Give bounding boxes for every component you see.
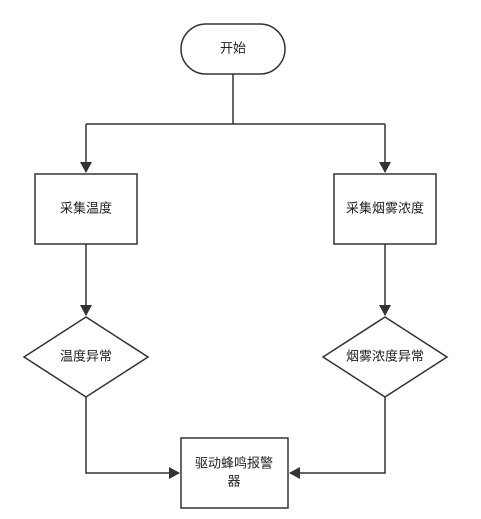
collect-temperature-box [34, 173, 138, 245]
temperature-abnormal-diamond [22, 316, 150, 398]
drive-buzzer-label-line1: 驱动蜂鸣报警 [195, 456, 273, 472]
smoke-abnormal-diamond [321, 316, 449, 398]
smoke-abnormal-label: 烟雾浓度异常 [346, 349, 424, 365]
drive-buzzer-label-line2: 器 [227, 475, 240, 490]
node-start: 开始 [180, 23, 286, 75]
edge-temp-abnormal-buzzer [85, 397, 180, 479]
connectors [80, 74, 391, 479]
start-terminator-shape [180, 23, 286, 75]
node-smoke-abnormal: 烟雾浓度异常 [321, 316, 449, 398]
node-temperature-abnormal: 温度异常 [22, 316, 150, 398]
collect-smoke-label: 采集烟雾浓度 [346, 201, 424, 217]
start-label: 开始 [220, 42, 246, 57]
temperature-abnormal-label: 温度异常 [60, 349, 112, 365]
node-collect-temperature: 采集温度 [34, 173, 138, 245]
collect-temperature-label: 采集温度 [60, 201, 112, 217]
collect-smoke-box [333, 173, 437, 245]
node-drive-buzzer: 驱动蜂鸣报警 器 [180, 437, 289, 509]
drive-buzzer-box [180, 437, 289, 509]
node-collect-smoke: 采集烟雾浓度 [333, 173, 437, 245]
edge-smoke-abnormal-buzzer [289, 397, 386, 479]
